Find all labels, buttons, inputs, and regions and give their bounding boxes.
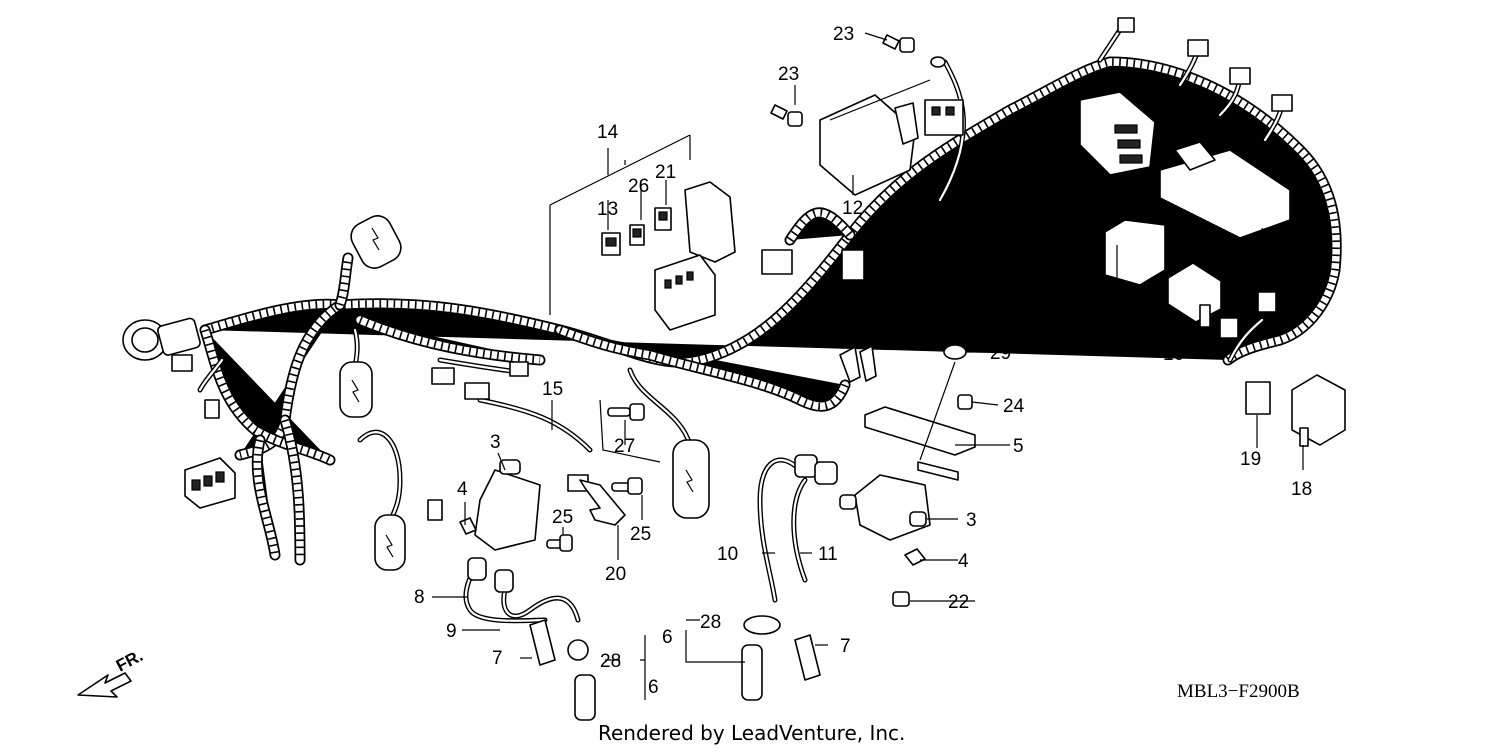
callout-23-left: 23 xyxy=(778,64,799,85)
part-code: MBL3−F2900B xyxy=(1177,681,1300,702)
callout-27: 27 xyxy=(614,436,635,457)
spark-plug-cap-left xyxy=(339,361,373,418)
regulator-rectifier xyxy=(819,94,964,196)
spark-plug-cap-lower-left xyxy=(374,514,406,571)
callout-13: 13 xyxy=(597,199,618,220)
multi-pin-connector xyxy=(1079,91,1156,176)
callout-28-right: 28 xyxy=(700,612,721,633)
callout-11: 11 xyxy=(818,544,838,565)
callout-10: 10 xyxy=(717,544,738,565)
callout-7-left: 7 xyxy=(492,648,503,669)
callout-6-left: 6 xyxy=(648,677,659,698)
callout-19: 19 xyxy=(1240,449,1261,470)
bolts-23 xyxy=(770,34,946,127)
callout-3-right: 3 xyxy=(966,510,977,531)
high-tension-cords xyxy=(463,457,808,624)
plug-caps-6 xyxy=(574,644,763,721)
spark-plug-cap-upper-left xyxy=(350,215,402,269)
front-direction-arrow: FR. xyxy=(77,646,146,698)
bracket-5 xyxy=(864,406,976,481)
relay-box-1 xyxy=(1104,219,1166,286)
callout-6-right: 6 xyxy=(662,627,673,648)
callout-25-right: 25 xyxy=(630,524,651,545)
callout-8: 8 xyxy=(414,587,425,608)
callout-24: 24 xyxy=(1003,396,1025,417)
main-wire-harness xyxy=(205,62,1337,560)
ignition-coil-left xyxy=(474,459,541,551)
callout-16: 16 xyxy=(1163,344,1184,365)
fuses xyxy=(601,207,672,256)
callout-7-right: 7 xyxy=(840,636,851,657)
callout-14: 14 xyxy=(597,122,619,143)
control-unit-2 xyxy=(1159,141,1291,239)
render-credit: Rendered by LeadVenture, Inc. xyxy=(598,721,905,745)
callout-29: 29 xyxy=(990,343,1011,364)
front-indicator-text: FR. xyxy=(113,646,146,676)
callout-22: 22 xyxy=(948,592,969,613)
callout-25-left: 25 xyxy=(552,507,573,528)
callout-9: 9 xyxy=(446,621,457,642)
callout-5: 5 xyxy=(1013,436,1024,457)
callout-20: 20 xyxy=(605,564,626,585)
connector-19 xyxy=(1245,381,1271,415)
callout-23-top: 23 xyxy=(833,24,854,45)
callout-12: 12 xyxy=(842,198,863,219)
leader-lines xyxy=(432,32,1304,700)
fuse-box xyxy=(654,181,736,331)
ignition-coil-right xyxy=(839,474,931,541)
block-connector-left xyxy=(184,457,236,509)
cord-boots xyxy=(467,454,838,593)
seals-28 xyxy=(567,615,781,661)
callout-2: 2 xyxy=(1263,264,1274,285)
callout-21: 21 xyxy=(655,162,676,183)
callout-18: 18 xyxy=(1291,479,1312,500)
small-connectors xyxy=(171,17,1293,521)
seals-7 xyxy=(529,619,821,681)
callout-4-right: 4 xyxy=(958,551,969,572)
relay-18 xyxy=(1291,374,1346,447)
callout-28-left: 28 xyxy=(600,651,621,672)
fasteners-right xyxy=(459,344,973,607)
callout-1: 1 xyxy=(1108,308,1119,329)
spark-plug-cap-center xyxy=(672,439,710,519)
callout-3-left: 3 xyxy=(490,432,501,453)
callout-15: 15 xyxy=(542,379,563,400)
callout-26: 26 xyxy=(628,176,649,197)
fasteners-center xyxy=(546,403,645,552)
round-connector-left xyxy=(122,317,201,361)
relay-16 xyxy=(1167,262,1222,328)
bracket-20 xyxy=(579,479,626,526)
callout-numbers: 1 2 3 3 4 4 5 6 6 7 7 8 9 10 11 12 13 14… xyxy=(414,24,1312,698)
callout-4-left: 4 xyxy=(457,479,468,500)
